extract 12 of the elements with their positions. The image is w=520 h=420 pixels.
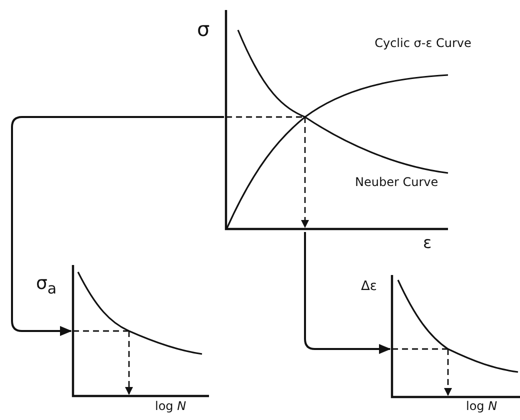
- curve-label: Neuber Curve: [355, 176, 438, 190]
- axis-label: Δε: [361, 280, 377, 295]
- connector-arrow: [304, 232, 391, 354]
- curve-label: Cyclic σ-ε Curve: [374, 37, 472, 51]
- axis-label: σ: [197, 18, 210, 41]
- stress-life-plot-drawing: [71, 263, 211, 399]
- axis-label: log N: [466, 400, 498, 414]
- connector-arrow: [11, 116, 224, 336]
- axis-label: log N: [155, 400, 186, 414]
- strain-life-plot-drawing: [390, 272, 520, 400]
- axis-label: ε: [423, 234, 432, 252]
- axis-label: σ$_{a}$: [36, 274, 57, 298]
